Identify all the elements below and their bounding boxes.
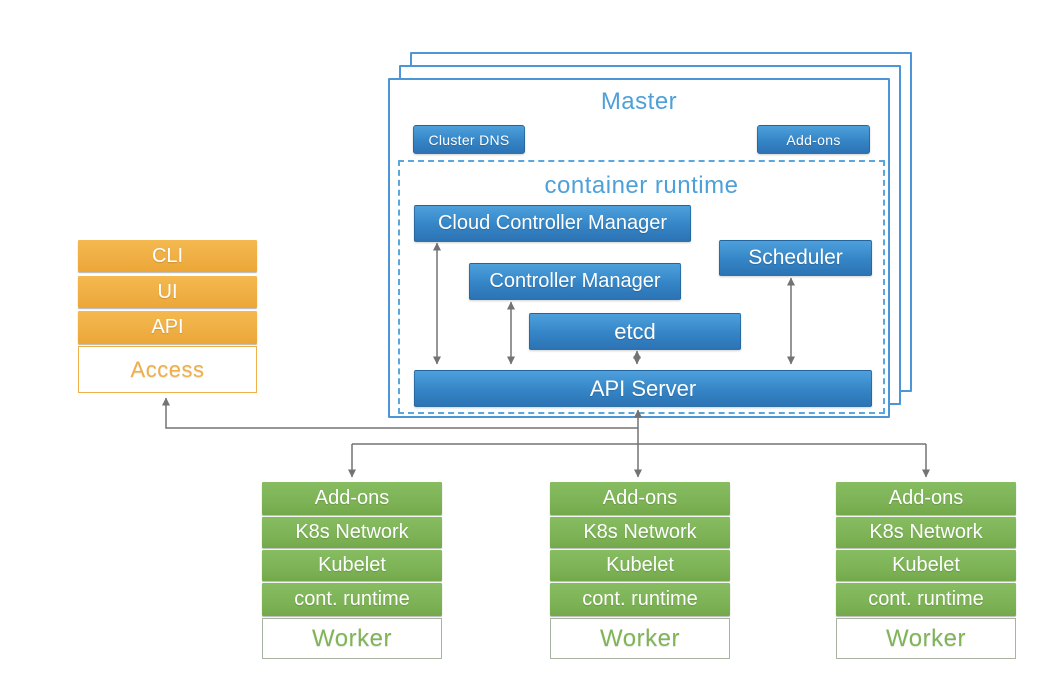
worker2-kubelet-row: Kubelet (550, 550, 730, 581)
container-runtime-panel: container runtime Cloud Controller Manag… (398, 160, 885, 414)
worker2-label-box: Worker (550, 618, 730, 659)
worker1-cont-runtime-row: cont. runtime (262, 583, 442, 616)
cluster-dns-box: Cluster DNS (413, 125, 525, 154)
worker1-label-box: Worker (262, 618, 442, 659)
worker3-label-box: Worker (836, 618, 1016, 659)
worker1-k8s-network-row: K8s Network (262, 517, 442, 548)
etcd-box: etcd (529, 313, 741, 350)
cli-box: CLI (78, 240, 257, 272)
worker2-cont-runtime-row: cont. runtime (550, 583, 730, 616)
access-label-box: Access (78, 346, 257, 393)
worker-stack-2: Add-ons K8s Network Kubelet cont. runtim… (550, 482, 730, 659)
master-panel: Master Cluster DNS Add-ons container run… (388, 78, 890, 418)
api-server-box: API Server (414, 370, 872, 407)
master-title: Master (600, 88, 678, 115)
access-stack: CLI UI API Access (78, 240, 257, 393)
container-runtime-title: container runtime (544, 172, 739, 199)
worker3-kubelet-row: Kubelet (836, 550, 1016, 581)
scheduler-box: Scheduler (719, 240, 872, 276)
worker3-k8s-network-row: K8s Network (836, 517, 1016, 548)
cloud-controller-manager-box: Cloud Controller Manager (414, 205, 691, 242)
api-box: API (78, 311, 257, 344)
worker3-cont-runtime-row: cont. runtime (836, 583, 1016, 616)
worker-stack-1: Add-ons K8s Network Kubelet cont. runtim… (262, 482, 442, 659)
worker1-kubelet-row: Kubelet (262, 550, 442, 581)
worker3-addons-row: Add-ons (836, 482, 1016, 515)
worker-stack-3: Add-ons K8s Network Kubelet cont. runtim… (836, 482, 1016, 659)
worker2-addons-row: Add-ons (550, 482, 730, 515)
master-addons-box: Add-ons (757, 125, 870, 154)
ui-box: UI (78, 276, 257, 308)
worker2-k8s-network-row: K8s Network (550, 517, 730, 548)
worker1-addons-row: Add-ons (262, 482, 442, 515)
controller-manager-box: Controller Manager (469, 263, 681, 300)
